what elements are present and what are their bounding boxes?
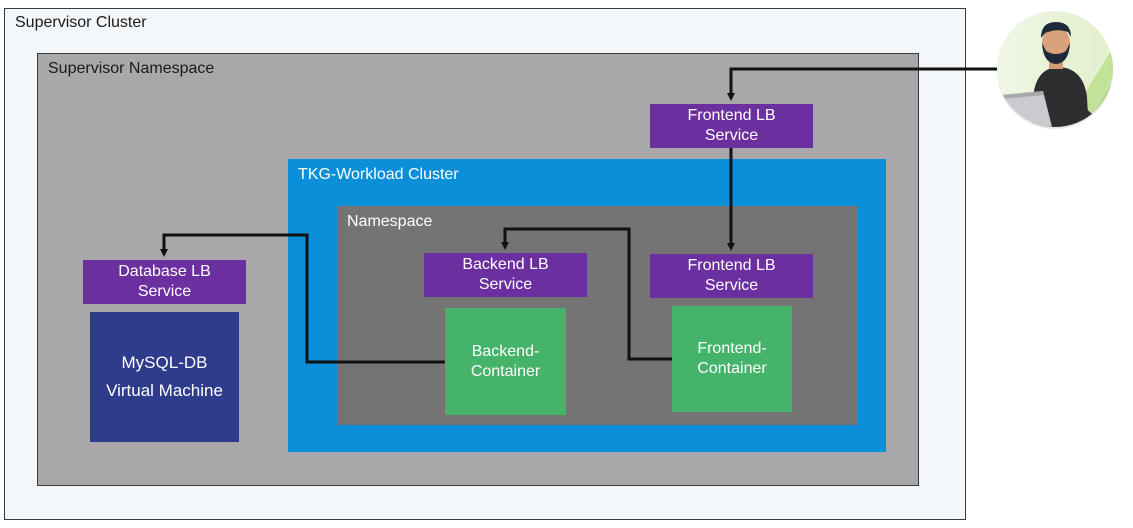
user-to-frontend-lb-connector [727, 67, 998, 101]
frontend-lb-supervisor-line1: Frontend LB [687, 107, 776, 124]
mysql-vm-line1: MySQL-DB [121, 353, 208, 372]
backend-lb-service: Backend LB Service [424, 253, 587, 297]
backend-container-to-database-lb-connector [160, 233, 445, 364]
supervisor-namespace-label: Supervisor Namespace [48, 60, 215, 77]
backend-lb-line2: Service [478, 276, 533, 293]
backend-container: Backend- Container [445, 308, 566, 415]
backend-container-line2: Container [470, 362, 541, 380]
user-avatar-icon [997, 11, 1113, 129]
frontend-lb-namespace-line2: Service [704, 277, 759, 294]
supervisor-cluster-label: Supervisor Cluster [15, 14, 147, 31]
backend-lb-line1: Backend LB [462, 256, 549, 273]
database-lb-line2: Service [137, 283, 192, 300]
namespace-label: Namespace [347, 213, 433, 230]
backend-container-line1: Backend- [471, 342, 540, 360]
frontend-container: Frontend- Container [672, 306, 792, 412]
frontend-lb-namespace-line1: Frontend LB [687, 257, 776, 274]
mysql-vm-line2: Virtual Machine [106, 381, 223, 400]
mysql-db-virtual-machine: MySQL-DB Virtual Machine [90, 312, 239, 442]
frontend-lb-service-supervisor: Frontend LB Service [650, 104, 813, 148]
tkg-workload-cluster-label: TKG-Workload Cluster [298, 166, 459, 183]
frontend-lb-supervisor-line2: Service [704, 127, 759, 144]
database-lb-service: Database LB Service [83, 260, 246, 304]
frontend-container-line2: Container [697, 360, 767, 377]
database-lb-line1: Database LB [118, 263, 211, 280]
frontend-container-to-backend-lb-connector [501, 227, 672, 361]
frontend-lb-service-namespace: Frontend LB Service [650, 254, 813, 298]
frontend-container-line1: Frontend- [697, 340, 767, 357]
